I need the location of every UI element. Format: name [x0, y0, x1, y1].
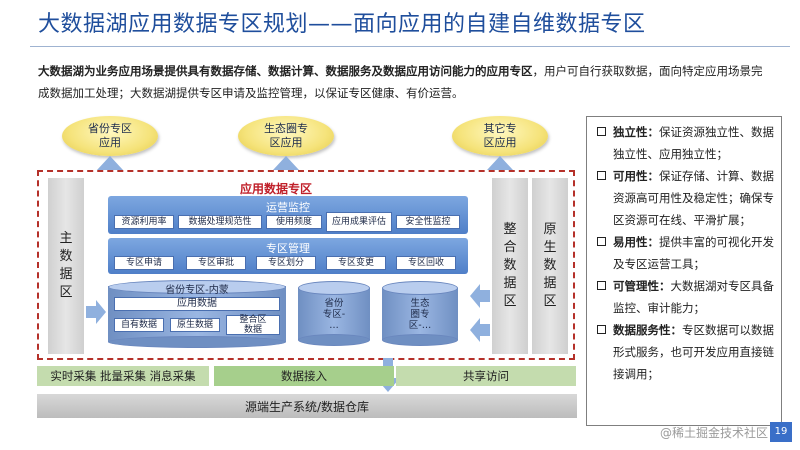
app-data-zone-border: [37, 170, 575, 360]
feature-desc: 大数据湖对专区具备监控、审计能力；: [613, 279, 774, 315]
features-panel: 独立性：保证资源独立性、数据独立性、应用独立性； 可用性：保证存储、计算、数据资…: [586, 116, 782, 426]
cylinder-eco-bottom: [382, 334, 458, 346]
feature-desc: 保证存储、计算、数据资源高可用性及稳定性；确保专区资源可在线、平滑扩展；: [613, 169, 774, 227]
arrow-left-icon: [470, 284, 490, 308]
chip-integrated-data: 整合区 数据: [226, 315, 280, 335]
cylinder-province2-label: 省份 专区- …: [322, 298, 346, 331]
chip-usage-frequency: 使用频度: [266, 215, 322, 229]
arrow-up-icon: [487, 156, 513, 170]
checkbox-icon: [597, 127, 606, 136]
cylinder-eco-top: [382, 281, 458, 295]
arrow-up-icon: [97, 156, 123, 170]
chip-zone-recycle: 专区回收: [396, 256, 456, 270]
feature-item: 独立性：保证资源独立性、数据独立性、应用独立性；: [597, 121, 775, 165]
cylinder-province2-top: [298, 281, 370, 295]
chip-process-standard: 数据处理规范性: [178, 215, 262, 229]
cylinder-province2-bottom: [298, 334, 370, 346]
chip-raw-data: 原生数据: [170, 318, 220, 332]
arrow-right-icon: [86, 300, 106, 324]
chip-own-data: 自有数据: [114, 318, 164, 332]
zone-mgmt-title: 专区管理: [266, 242, 310, 255]
oval-other-app: 其它专 区应用: [452, 116, 548, 156]
feature-desc: 提供丰富的可视化开发及专区运营工具；: [613, 235, 774, 271]
chip-zone-apply: 专区申请: [114, 256, 174, 270]
feature-name: 独立性：: [613, 125, 659, 139]
chip-zone-divide: 专区划分: [256, 256, 316, 270]
intro-paragraph: 大数据湖为业务应用场景提供具有数据存储、数据计算、数据服务及数据应用访问能力的应…: [38, 60, 768, 104]
integrated-data-column: 整 合 数 据 区: [492, 178, 528, 354]
arrow-up-icon: [273, 156, 299, 170]
cylinder-eco-body: [382, 288, 458, 340]
feature-name: 可管理性：: [613, 279, 671, 293]
page-number: 19: [770, 422, 792, 442]
intro-bold: 大数据湖为业务应用场景提供具有数据存储、数据计算、数据服务及数据应用访问能力的应…: [38, 64, 533, 78]
intro-rest: ，用户可自行获取数据，面向特定应用场景完成数据加工处理；大数据湖提供专区申请及监…: [38, 64, 763, 100]
checkbox-icon: [597, 171, 606, 180]
chip-outcome-eval: 应用成果评估: [326, 212, 392, 232]
chip-zone-approve: 专区审批: [186, 256, 246, 270]
source-system-bar: 源端生产系统/数据仓库: [37, 394, 577, 418]
zone-title: 应用数据专区: [240, 182, 313, 196]
feature-item: 易用性：提供丰富的可视化开发及专区运营工具；: [597, 231, 775, 275]
feature-item: 可管理性：大数据湖对专区具备监控、审计能力；: [597, 275, 775, 319]
oval-province-app: 省份专区 应用: [62, 116, 158, 156]
oval-ecosystem-app: 生态圈专 区应用: [238, 116, 334, 156]
app-data-bar: 应用数据: [114, 297, 280, 311]
checkbox-icon: [597, 237, 606, 246]
checkbox-icon: [597, 325, 606, 334]
feature-name: 可用性：: [613, 169, 659, 183]
chip-security-monitor: 安全性监控: [396, 215, 460, 229]
watermark: @稀土掘金技术社区: [659, 426, 768, 440]
share-bar: 共享访问: [396, 366, 576, 386]
cylinder-province2-body: [298, 288, 370, 340]
collect-bar: 实时采集 批量采集 消息采集: [37, 366, 209, 386]
raw-data-column: 原 生 数 据 区: [532, 178, 568, 354]
chip-zone-change: 专区变更: [326, 256, 386, 270]
arrow-left-icon: [470, 318, 490, 342]
ingest-bar: 数据接入: [214, 366, 394, 386]
feature-desc: 专区数据可以数据形式服务，也可开发应用直接链接调用；: [613, 323, 774, 381]
checkbox-icon: [597, 281, 606, 290]
feature-desc: 保证资源独立性、数据独立性、应用独立性；: [613, 125, 774, 161]
cylinder-province-title: 省份专区-内蒙: [165, 285, 229, 296]
page-title: 大数据湖应用数据专区规划——面向应用的自建自维数据专区: [38, 12, 646, 37]
ops-monitor-title: 运营监控: [266, 201, 310, 214]
feature-name: 数据服务性：: [613, 323, 682, 337]
main-data-column: 主 数 据 区: [48, 178, 84, 354]
cylinder-eco-label: 生态 圈专 区-…: [408, 298, 432, 331]
chip-resource-usage: 资源利用率: [114, 215, 174, 229]
feature-name: 易用性：: [613, 235, 659, 249]
cylinder-province-bottom: [108, 336, 286, 348]
feature-item: 可用性：保证存储、计算、数据资源高可用性及稳定性；确保专区资源可在线、平滑扩展；: [597, 165, 775, 231]
title-divider: [30, 46, 790, 47]
feature-item: 数据服务性：专区数据可以数据形式服务，也可开发应用直接链接调用；: [597, 319, 775, 385]
cylinder-province-top: [108, 280, 286, 294]
